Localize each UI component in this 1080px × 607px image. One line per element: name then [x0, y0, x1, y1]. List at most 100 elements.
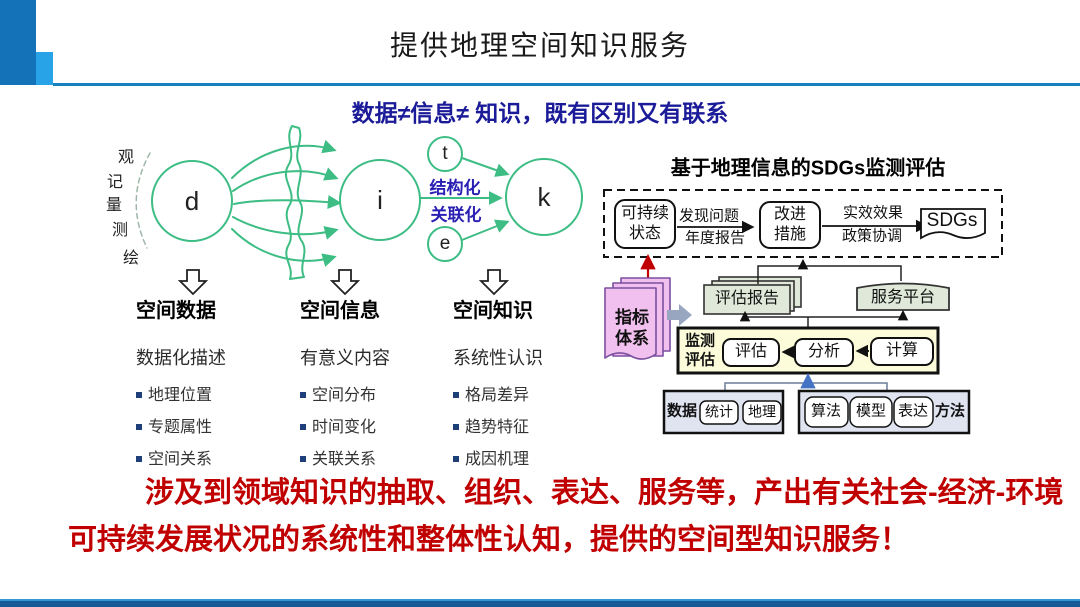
header-divider: [53, 83, 1080, 86]
event-node-label: e: [439, 233, 451, 255]
info-node-circle: [339, 159, 421, 241]
find-problem-label: 发现问题: [678, 207, 740, 225]
evaluate-label: 评估: [734, 343, 768, 360]
sdg-flowchart: [603, 189, 1003, 435]
list-item: 地理位置: [136, 381, 301, 405]
list-item: 专题属性: [136, 413, 301, 437]
square-bullet-icon: [136, 392, 142, 398]
stat-box: [699, 400, 739, 425]
knowledge-node-circle: [505, 158, 583, 236]
column-spatial-knowledge: 空间知识 系统性认识 格局差异 趋势特征 成因机理: [453, 294, 618, 477]
list-item: 时间变化: [300, 413, 465, 437]
express-box: [893, 396, 934, 428]
column-subheading: 系统性认识: [453, 348, 543, 368]
conclusion-line-2: 可持续发展状况的系统性和整体性认知，提供的空间型知识服务！: [68, 524, 910, 556]
sdgs-doc-shape: [920, 208, 986, 240]
source-char-survey: 测: [111, 222, 129, 239]
column-subheading: 有意义内容: [300, 348, 390, 368]
square-bullet-icon: [300, 392, 306, 398]
data-node-circle: [151, 160, 233, 242]
event-node-circle: [427, 226, 463, 262]
dik-diagram: [135, 125, 583, 296]
policy-coord-label: 政策协调: [841, 227, 903, 245]
upper-connectors: [757, 258, 902, 284]
source-char-measure: 量: [105, 197, 123, 214]
analyze-box: [794, 338, 854, 367]
observation-arc-outer: [135, 152, 151, 249]
list-item: 格局差异: [453, 381, 618, 405]
header-accent-bar-small: [36, 52, 53, 85]
list-item: 关联关系: [300, 445, 465, 469]
geo-label: 地理: [748, 403, 776, 420]
to-knowledge-arrows: [420, 157, 510, 241]
filter-ribbon: [285, 125, 306, 280]
column-subheading: 数据化描述: [136, 348, 226, 368]
square-bullet-icon: [136, 456, 142, 462]
indicator-system-label: 指标 体系: [615, 307, 649, 348]
algorithm-label: 算法: [810, 402, 842, 420]
column-heading: 空间信息: [300, 300, 380, 322]
actual-effect-label: 实效效果: [842, 204, 904, 222]
compute-label: 计算: [885, 342, 919, 359]
info-node-label: i: [377, 184, 383, 215]
conclusion-line-1: 涉及到领域知识的抽取、组织、表达、服务等，产出有关社会-经济-环境: [145, 477, 1064, 509]
list-item: 趋势特征: [453, 413, 618, 437]
model-box: [849, 396, 893, 428]
sustain-state-box: [614, 199, 676, 249]
list-item: 空间关系: [136, 445, 301, 469]
compute-box: [870, 337, 934, 366]
source-char-observe: 观: [117, 149, 135, 166]
header-accent-bar: [0, 0, 36, 85]
source-char-record: 记: [106, 174, 124, 191]
model-label: 模型: [855, 402, 887, 420]
square-bullet-icon: [453, 456, 459, 462]
monitor-eval-label: 监测 评估: [684, 332, 716, 368]
eval-report-stack: [703, 276, 802, 315]
express-label: 表达: [897, 402, 929, 420]
footer-bar: [0, 599, 1080, 607]
indicator-block-arrow: [667, 304, 692, 326]
sdg-loop-dashed-box: [603, 189, 1003, 258]
square-bullet-icon: [300, 424, 306, 430]
service-platform-shape: [856, 282, 950, 311]
method-label: 方法: [934, 402, 966, 420]
list-item: 空间分布: [300, 381, 465, 405]
time-node-label: t: [442, 143, 448, 165]
annual-report-label: 年度报告: [684, 229, 746, 247]
structuring-label: 结构化: [429, 178, 481, 198]
service-platform-label: 服务平台: [870, 289, 936, 306]
time-node-circle: [427, 136, 463, 172]
evaluate-box: [722, 338, 780, 367]
column-spatial-info: 空间信息 有意义内容 空间分布 时间变化 关联关系: [300, 294, 465, 477]
eval-report-label: 评估报告: [714, 290, 780, 307]
square-bullet-icon: [136, 424, 142, 430]
knowledge-node-label: k: [537, 181, 551, 212]
down-arrows: [177, 269, 510, 296]
sdg-diagram-title: 基于地理信息的SDGs监测评估: [670, 157, 946, 180]
data-to-info-arrows: [231, 139, 342, 267]
subtitle: 数据≠信息≠ 知识，既有区别又有联系: [351, 100, 729, 126]
sdgs-label: SDGs: [926, 210, 978, 232]
page-title: 提供地理空间知识服务: [389, 30, 690, 61]
algorithm-box: [804, 396, 849, 428]
improve-measures-box: [759, 201, 821, 249]
linking-label: 关联化: [430, 205, 482, 225]
column-spatial-data: 空间数据 数据化描述 地理位置 专题属性 空间关系: [136, 294, 301, 477]
data-node-label: d: [184, 185, 200, 216]
column-heading: 空间知识: [453, 300, 533, 322]
stat-label: 统计: [705, 403, 733, 420]
data-box: [662, 389, 785, 435]
mid-connectors: [739, 309, 909, 328]
geo-box: [742, 400, 782, 425]
sustain-state-label: 可持续 状态: [620, 205, 670, 242]
source-char-map: 绘: [122, 250, 140, 267]
square-bullet-icon: [300, 456, 306, 462]
column-heading: 空间数据: [136, 300, 216, 322]
analyze-label: 分析: [807, 343, 841, 360]
data-label: 数据: [666, 402, 698, 420]
indicator-system-stack: [604, 277, 671, 360]
square-bullet-icon: [453, 392, 459, 398]
list-item: 成因机理: [453, 445, 618, 469]
